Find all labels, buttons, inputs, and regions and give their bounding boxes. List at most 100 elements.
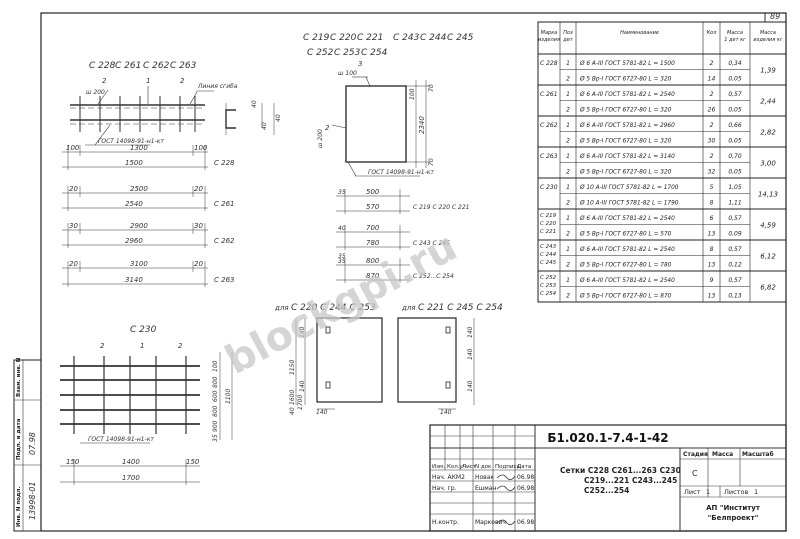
mark-c228: С 228 bbox=[89, 61, 116, 71]
mesh-marks-row2-a: С 252 bbox=[307, 48, 334, 58]
table-mass-unit: 0,13 bbox=[728, 293, 742, 300]
drawing-label: Масштаб bbox=[742, 451, 774, 458]
table-pos: 1 bbox=[566, 215, 570, 222]
drawing-stroke bbox=[496, 485, 516, 491]
drawing-label: 140 bbox=[467, 380, 474, 392]
drawing-label: 1500 bbox=[125, 159, 143, 167]
drawing-stroke bbox=[94, 124, 111, 146]
table-header: Марка bbox=[541, 30, 558, 36]
drawing-label: 900 bbox=[212, 420, 219, 432]
drawing-label: 780 bbox=[366, 239, 380, 247]
pos-1: 1 bbox=[146, 77, 150, 85]
hole-panel-left: 140 140 1150 1700 1600 40 140 bbox=[289, 317, 383, 416]
drawing-label: 70 bbox=[428, 84, 435, 92]
drawing-label: 1 bbox=[140, 342, 144, 350]
table-mass-unit: 0,09 bbox=[728, 231, 742, 238]
table-mass: 6,12 bbox=[760, 253, 776, 261]
pos-2-right: 2 bbox=[180, 77, 185, 85]
drawing-label: 06.98 bbox=[517, 474, 534, 481]
table-qty: 8 bbox=[710, 246, 714, 253]
table-mass: 1,39 bbox=[760, 67, 776, 75]
table-name: Ø 6 А-III ГОСТ 5781-82 L = 2540 bbox=[579, 215, 675, 222]
table-name: Ø 5 Вр-I ГОСТ 6727-80 L = 320 bbox=[579, 169, 672, 176]
drawing-label: С 228 bbox=[214, 159, 235, 167]
drawing-label: 2540 bbox=[125, 200, 143, 208]
drawing-label: 20 bbox=[194, 260, 203, 268]
table-mass-unit: 0,05 bbox=[728, 138, 742, 145]
drawing-label: 35 bbox=[338, 189, 346, 196]
table-name: Ø 10 А-III ГОСТ 5781-82 L = 1790 bbox=[579, 200, 679, 207]
profile-dim-40-c: 40 bbox=[275, 114, 282, 122]
drawing-label: 140 bbox=[299, 380, 306, 392]
drawing-label: Дата bbox=[517, 464, 531, 470]
table-mass-unit: 0,57 bbox=[728, 277, 742, 284]
drawing-stroke bbox=[325, 381, 331, 389]
drawing-stroke bbox=[496, 519, 516, 525]
drawing-label: 3 bbox=[358, 60, 362, 68]
drawing-label: Ешман bbox=[475, 485, 496, 492]
drawing-label: 100 bbox=[409, 88, 416, 100]
drawing-label: С 261 bbox=[214, 200, 234, 208]
drawing-label: Лист bbox=[684, 488, 701, 496]
table-qty: 13 bbox=[708, 231, 716, 238]
table-name: Ø 10 А-III ГОСТ 5781-82 L = 1700 bbox=[579, 184, 679, 191]
profile-dim-40-a: 40 bbox=[251, 100, 258, 108]
drawing-label: 700 bbox=[366, 224, 380, 232]
table-qty: 2 bbox=[710, 91, 714, 98]
drawing-label: 2 bbox=[100, 342, 105, 350]
table-header: 1 дет кг bbox=[724, 37, 746, 43]
table-mark: С 254 bbox=[540, 291, 557, 297]
table-header: изделия кг bbox=[753, 37, 783, 43]
table-name: Ø 5 Вр-I ГОСТ 6727-80 L = 870 bbox=[579, 293, 672, 300]
table-mark: С 245 bbox=[540, 260, 557, 266]
table-mass-unit: 0,57 bbox=[728, 246, 742, 253]
drawing-label: для bbox=[401, 304, 416, 312]
table-mass: 6,82 bbox=[760, 284, 776, 292]
table-mark: С 243 bbox=[540, 244, 557, 250]
drawing-label: С 252...С 254 bbox=[413, 273, 454, 280]
drawing-label: С 262 bbox=[214, 237, 235, 245]
drawing-label: 40 bbox=[338, 225, 346, 232]
table-name: Ø 5 Вр-I ГОСТ 6727-80 L = 570 bbox=[579, 231, 672, 238]
sheet-number: 89 bbox=[770, 12, 780, 21]
dims-c230: 150 1400 150 1700 bbox=[60, 458, 200, 485]
org-name-1: АП "Институт bbox=[706, 504, 761, 512]
drawing-label: 800 bbox=[212, 405, 219, 417]
drawing-stroke bbox=[429, 424, 787, 532]
table-mass: 4,59 bbox=[760, 222, 776, 230]
drawing-stroke bbox=[496, 474, 516, 480]
table-mass: 14,13 bbox=[758, 191, 778, 199]
drawing-label: 35 bbox=[212, 434, 219, 442]
drawing-label: Нач. АКМ2 bbox=[432, 474, 465, 481]
drawing-label: 20 bbox=[69, 260, 78, 268]
bars-c228 bbox=[70, 96, 205, 132]
table-mass: 2,82 bbox=[760, 129, 776, 137]
drawing-label: 150 bbox=[66, 458, 80, 466]
mark-c263: С 263 bbox=[170, 61, 197, 71]
gost-mesh: ГОСТ 14098-91-н1-кт bbox=[368, 169, 434, 176]
table-qty: 13 bbox=[708, 262, 716, 269]
drawing-desc-3: С252...254 bbox=[584, 486, 629, 495]
table-name: Ø 6 А-III ГОСТ 5781-82 L = 2960 bbox=[579, 122, 675, 129]
drawing-label: Взам. инв. N bbox=[16, 357, 22, 397]
drawing-label: 500 bbox=[366, 188, 380, 196]
table-mass-unit: 0,57 bbox=[728, 91, 742, 98]
dims-c261: 20 2500 20 2540 С 261 bbox=[62, 185, 234, 211]
table-mark: С 244 bbox=[540, 252, 557, 258]
drawing-label: С 243 С 245 bbox=[413, 240, 450, 247]
mesh-marks-row1-a: С 219 bbox=[303, 33, 330, 43]
table-name: Ø 5 Вр-I ГОСТ 6727-80 L = 320 bbox=[579, 76, 672, 83]
drawing-label: Нач. гр. bbox=[432, 485, 457, 492]
drawing-label: 1600 bbox=[289, 390, 296, 405]
drawing-stroke bbox=[13, 359, 42, 532]
drawing-label: 1100 bbox=[225, 389, 232, 404]
drawing-label: 100 bbox=[212, 360, 219, 372]
drawing-stroke bbox=[445, 326, 451, 334]
drawing-label: 1150 bbox=[289, 360, 296, 375]
drawing-label: 07.98 bbox=[28, 432, 37, 455]
table-name: Ø 5 Вр-I ГОСТ 6727-80 L = 320 bbox=[579, 107, 672, 114]
drawing-label: 3140 bbox=[125, 276, 143, 284]
table-mass-unit: 0,34 bbox=[728, 60, 742, 67]
drawing-label: 2340 bbox=[418, 116, 426, 134]
